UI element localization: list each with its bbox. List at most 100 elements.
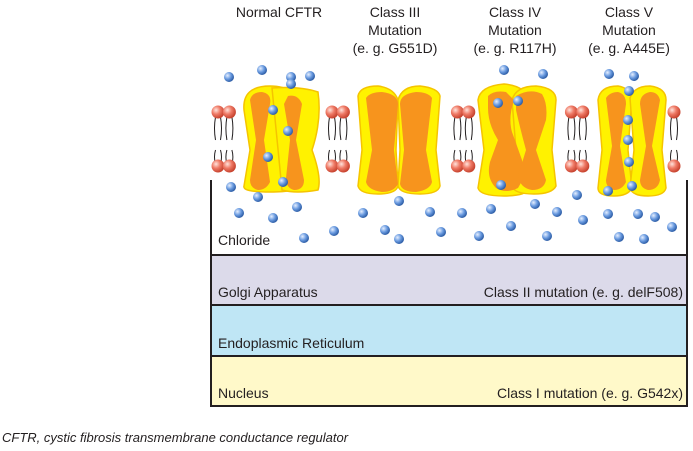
nucleus-compartment — [210, 355, 688, 407]
chloride-ion — [627, 181, 637, 191]
lipid-head — [325, 105, 339, 119]
lipid-tail — [214, 116, 216, 141]
endoplasmic-reticulum-label: Endoplasmic Reticulum — [218, 335, 365, 351]
chloride-ion — [299, 233, 309, 243]
chloride-ion — [394, 234, 404, 244]
chloride-ion — [457, 208, 467, 218]
chloride-ion — [286, 79, 296, 89]
header-class-iii-line-3: (e. g. G551D) — [352, 40, 438, 56]
header-class-iv-line-1: Class IV — [488, 4, 542, 20]
lipid-tail — [345, 116, 348, 141]
chloride-ion — [538, 69, 548, 79]
lipid-head — [211, 105, 225, 119]
figure-caption: CFTR, cystic fibrosis transmembrane cond… — [2, 430, 349, 445]
header-class-iv: Class IV Mutation (e. g. R117H) — [460, 3, 570, 57]
chloride-ion — [286, 72, 296, 82]
lipid-tail — [459, 116, 462, 141]
header-class-v-line-1: Class V — [604, 4, 654, 20]
chloride-ion — [253, 192, 263, 202]
lipid-head — [564, 159, 578, 173]
lipid-tail — [573, 116, 576, 141]
chloride-ion — [614, 232, 624, 242]
cftr-channels — [243, 83, 667, 197]
lipid-tail — [231, 116, 234, 141]
class-iii-cftr-channel — [357, 85, 441, 195]
header-class-v-line-2: Mutation — [602, 22, 656, 38]
lipid-head — [325, 159, 339, 173]
chloride-ions — [224, 65, 677, 244]
golgi-apparatus-compartment — [210, 254, 688, 306]
lipid-tail — [670, 116, 672, 141]
header-class-v-line-3: (e. g. A445E) — [588, 40, 670, 56]
chloride-ion — [530, 199, 540, 209]
class-iv-cftr-channel — [477, 83, 557, 197]
lipid-head — [222, 105, 236, 119]
class-ii-mutation-label: Class II mutation (e. g. delF508) — [483, 284, 683, 300]
chloride-label: Chloride — [218, 232, 271, 248]
chloride-ion — [268, 105, 278, 115]
chloride-ion — [394, 196, 404, 206]
chloride-ion — [578, 215, 588, 225]
lipid-tail — [225, 116, 228, 141]
header-normal-cftr: Normal CFTR — [224, 3, 334, 21]
chloride-ion — [474, 231, 484, 241]
chloride-ion — [506, 221, 516, 231]
lipid-head — [462, 105, 476, 119]
chloride-ion — [493, 98, 503, 108]
golgi-apparatus-label: Golgi Apparatus — [218, 284, 318, 300]
lipid-bilayer — [211, 105, 681, 173]
lipid-tail — [453, 116, 456, 141]
chloride-ion — [624, 157, 634, 167]
header-class-iv-line-3: (e. g. R117H) — [473, 40, 557, 56]
chloride-ion — [329, 226, 339, 236]
lipid-head — [667, 159, 681, 173]
chloride-ion — [305, 71, 315, 81]
chloride-ion — [425, 207, 435, 217]
chloride-ion — [358, 208, 368, 218]
header-class-iii-line-2: Mutation — [368, 22, 422, 38]
chloride-ion — [513, 96, 523, 106]
chloride-ion — [380, 225, 390, 235]
chloride-ion — [436, 227, 446, 237]
chloride-ion — [572, 190, 582, 200]
lipid-head — [336, 159, 350, 173]
lipid-head — [576, 105, 590, 119]
chloride-ion — [552, 207, 562, 217]
chloride-ion — [603, 209, 613, 219]
lipid-tail — [220, 116, 222, 141]
chloride-ion — [226, 182, 236, 192]
chloride-ion — [224, 72, 234, 82]
lipid-head — [222, 159, 236, 173]
lipid-head — [564, 105, 578, 119]
lipid-tail — [334, 116, 336, 141]
lipid-head — [667, 105, 681, 119]
class-i-mutation-label: Class I mutation (e. g. G542x) — [497, 385, 683, 401]
lipid-head — [336, 105, 350, 119]
chloride-ion — [292, 202, 302, 212]
class-v-cftr-channel — [597, 85, 667, 197]
header-class-iii: Class III Mutation (e. g. G551D) — [340, 3, 450, 57]
lipid-tail — [470, 116, 473, 141]
chloride-ion — [263, 152, 273, 162]
lipid-head — [450, 159, 464, 173]
chloride-ion — [667, 222, 677, 232]
chloride-ion — [650, 212, 660, 222]
endoplasmic-reticulum-compartment — [210, 304, 688, 357]
lipid-head — [211, 159, 225, 173]
chloride-ion — [633, 209, 643, 219]
nucleus-label: Nucleus — [218, 385, 269, 401]
chloride-ion — [268, 213, 278, 223]
lipid-tail — [584, 116, 587, 141]
lipid-tail — [578, 116, 581, 141]
lipid-tail — [676, 116, 678, 141]
chloride-ion — [283, 126, 293, 136]
lipid-tail — [567, 116, 570, 141]
chloride-ion — [604, 69, 614, 79]
chloride-ion — [499, 65, 509, 75]
chloride-ion — [278, 177, 288, 187]
chloride-ion — [624, 86, 634, 96]
chloride-ion — [623, 135, 633, 145]
chloride-ion — [623, 115, 633, 125]
chloride-ion — [542, 231, 552, 241]
